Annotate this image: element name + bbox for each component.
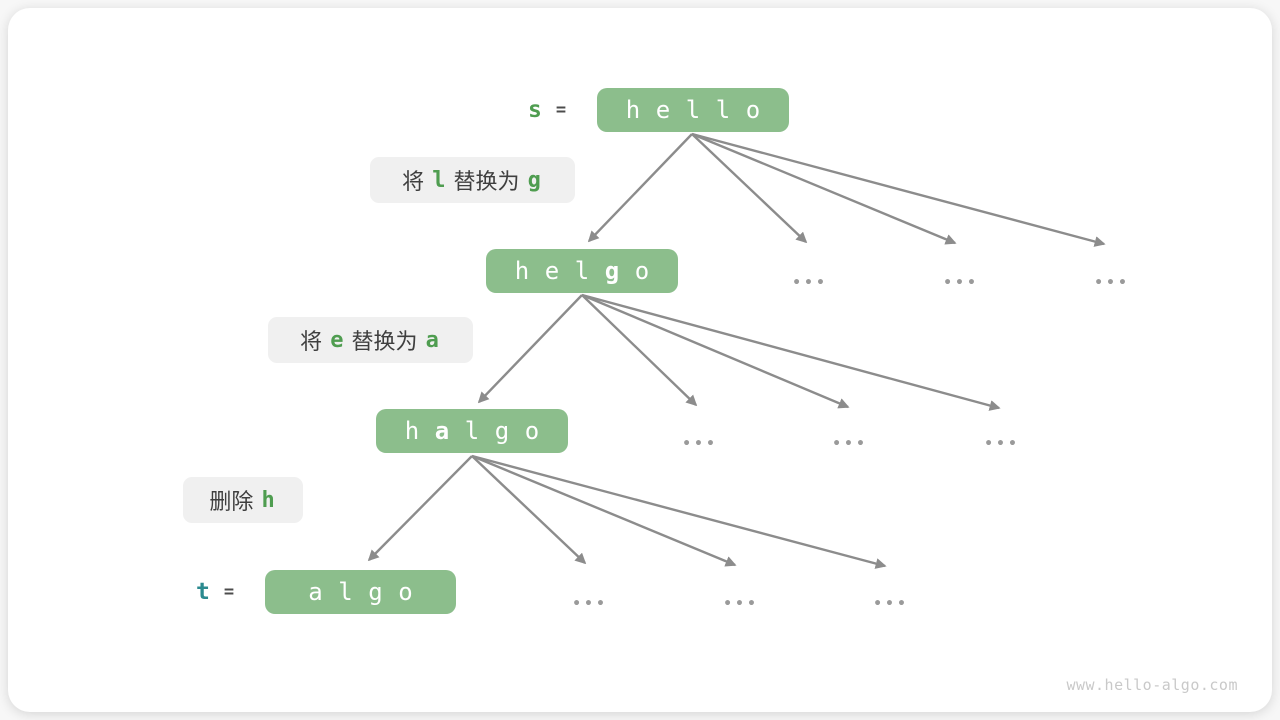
- ellipsis-mark: •••: [832, 436, 868, 452]
- operation-text: 将: [402, 169, 431, 194]
- operation-label-delete-h: 删除 h: [183, 477, 303, 523]
- var-s-label: s: [528, 97, 542, 123]
- ellipsis-mark: •••: [723, 596, 759, 612]
- tree-arrow: [581, 294, 698, 407]
- node-char: l: [464, 417, 480, 445]
- ellipsis-mark: •••: [984, 436, 1020, 452]
- node-char: h: [625, 96, 641, 124]
- operation-text: 删除: [209, 489, 260, 514]
- tree-arrow: [581, 293, 1001, 411]
- tree-arrow: [367, 455, 473, 562]
- ellipsis-mark: •••: [572, 596, 608, 612]
- node-char: g: [368, 578, 383, 606]
- node-char: g: [494, 417, 510, 445]
- tree-arrow: [471, 454, 737, 567]
- node-char: e: [655, 96, 671, 124]
- ellipsis-mark: •••: [1094, 275, 1130, 291]
- operation-label-replace-l-g: 将 l 替换为 g: [370, 157, 575, 203]
- tree-arrow: [471, 455, 587, 565]
- operation-text: 替换为: [447, 169, 526, 194]
- ellipsis-mark: •••: [792, 275, 828, 291]
- operation-code-char: e: [330, 327, 344, 353]
- node-char: l: [685, 96, 701, 124]
- watermark-url: www.hello-algo.com: [1066, 676, 1238, 694]
- source-var-row: s =: [528, 97, 566, 123]
- var-t-label: t: [196, 579, 210, 605]
- ellipsis-mark: •••: [682, 436, 718, 452]
- node-char: o: [634, 257, 650, 285]
- tree-arrow: [691, 132, 957, 245]
- ellipsis-mark: •••: [943, 275, 979, 291]
- tree-arrow: [477, 294, 583, 404]
- node-char: l: [338, 578, 353, 606]
- node-char: a: [434, 417, 450, 445]
- target-var-row: t =: [196, 579, 234, 605]
- operation-code-char: a: [425, 327, 439, 353]
- node-char: o: [524, 417, 540, 445]
- node-char: h: [404, 417, 420, 445]
- operation-text: 替换为: [345, 329, 424, 354]
- operation-code-char: l: [432, 167, 446, 193]
- node-char: a: [308, 578, 323, 606]
- node-char: e: [544, 257, 560, 285]
- operation-code-char: h: [261, 487, 275, 513]
- node-char: l: [574, 257, 590, 285]
- operation-code-char: g: [527, 167, 541, 193]
- node-char: h: [514, 257, 530, 285]
- node-char: l: [715, 96, 731, 124]
- tree-arrow: [691, 133, 808, 244]
- tree-arrow: [587, 133, 693, 243]
- tree-arrow: [581, 293, 850, 409]
- node-char: g: [604, 257, 620, 285]
- operation-text: 将: [300, 329, 329, 354]
- node-char: o: [398, 578, 413, 606]
- operation-label-replace-e-a: 将 e 替换为 a: [268, 317, 473, 363]
- equals-sign: =: [223, 582, 235, 602]
- equals-sign: =: [555, 100, 567, 120]
- ellipsis-mark: •••: [873, 596, 909, 612]
- tree-arrow: [691, 132, 1106, 247]
- tree-arrow: [471, 454, 887, 569]
- node-char: o: [745, 96, 761, 124]
